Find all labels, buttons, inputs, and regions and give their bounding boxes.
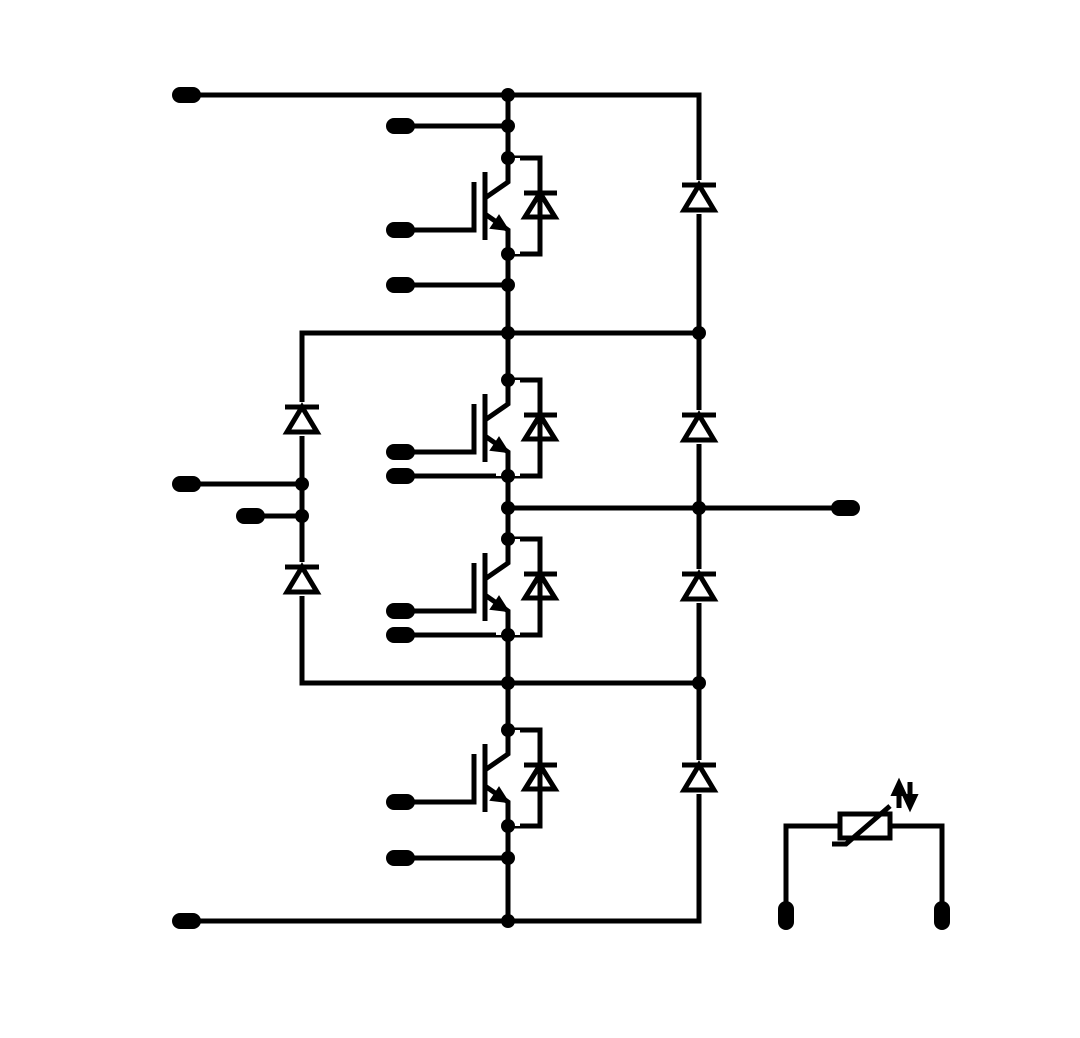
igbt-t4	[400, 727, 560, 829]
clamp-diode-lower	[282, 562, 322, 596]
t1-collector-leg	[483, 158, 511, 201]
t3-freewheel-diode	[520, 569, 560, 601]
upper-neutral-rail	[299, 330, 702, 686]
t2-gate-lead	[400, 404, 477, 455]
t1-diode-loop	[505, 155, 543, 257]
ntc-thermistor	[783, 777, 945, 912]
igbt-t3	[400, 536, 560, 638]
igbt-t2	[400, 377, 560, 479]
t2-freewheel-diode	[520, 410, 560, 442]
outer-diode-2	[679, 410, 719, 444]
ntc-temperature-arrows-icon	[890, 777, 919, 813]
outer-diode-4	[679, 760, 719, 794]
junctions	[295, 88, 706, 928]
ntc-slash	[832, 804, 892, 847]
terminals	[172, 87, 950, 930]
igbt-t1	[400, 155, 560, 257]
t3-gate-lead	[400, 563, 477, 614]
t4-gate-lead	[400, 754, 477, 805]
t1-gate-lead	[400, 182, 477, 233]
t1-emitter-arrow	[489, 214, 510, 232]
t4-freewheel-diode	[520, 760, 560, 792]
outer-diode-1	[679, 180, 719, 214]
clamp-diode-upper	[282, 402, 322, 436]
dc-plus-bus	[183, 92, 702, 336]
outer-diode-3	[679, 569, 719, 603]
ntc-wiring	[783, 823, 945, 912]
ntc-body	[837, 811, 893, 841]
t1-freewheel-diode	[520, 188, 560, 220]
